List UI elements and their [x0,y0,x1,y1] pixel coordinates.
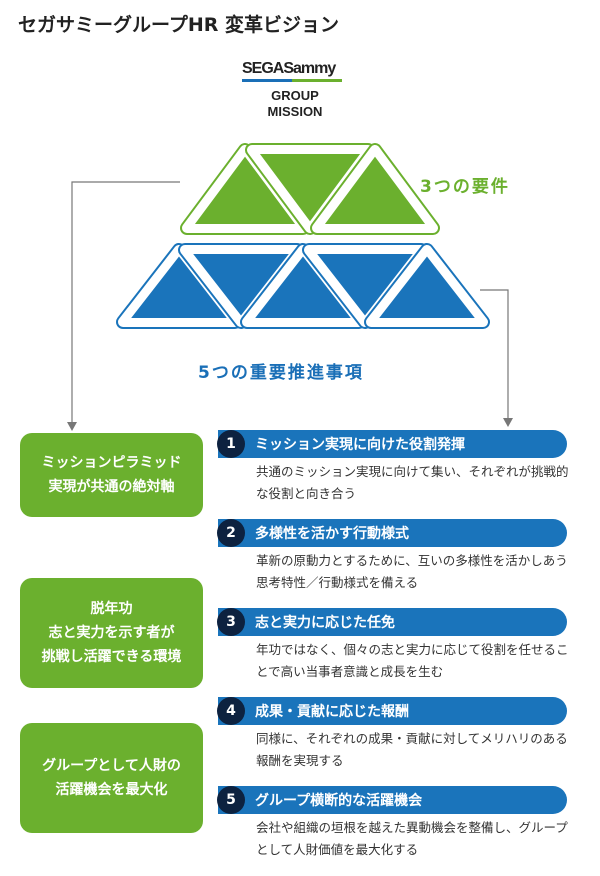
mission-text: MISSION [267,104,323,119]
left-connector-line [71,181,180,424]
five-priorities-label: 5つの重要推進事項 [198,363,364,383]
left-arrowhead [67,422,77,431]
page-title: セガサミーグループHR 変革ビジョン [18,14,340,36]
priority-description: 同様に、それぞれの成果・貢献に対してメリハリのある報酬を実現する [256,731,568,768]
priority-description: 年功ではなく、個々の志と実力に応じて役割を任せることで高い当事者意識と成長を生む [256,642,569,679]
priority-title: 志と実力に応じた任免 [255,615,395,631]
priority-title: グループ横断的な活躍機会 [255,793,423,809]
priority-header-3: 3 志と実力に応じた任免 [217,608,567,636]
priority-description: 革新の原動力とするために、互いの多様性を活かしあう思考特性／行動様式を備える [256,553,568,590]
priority-description: 共通のミッション実現に向けて集い、それぞれが挑戦的な役割と向き合う [256,464,569,501]
group-text: GROUP [271,88,319,103]
priority-header-1: 1 ミッション実現に向けた役割発揮 [217,430,567,458]
priority-header-4: 4 成果・貢献に応じた報酬 [217,697,567,725]
priority-title: ミッション実現に向けた役割発揮 [255,437,465,453]
priority-title: 多様性を活かす行動様式 [255,526,409,542]
priority-title: 成果・貢献に応じた報酬 [255,704,409,720]
blue-triangle-5 [367,246,487,326]
priority-number-badge: 4 [217,697,245,725]
priority-number-badge: 5 [217,786,245,814]
right-connector-line [480,289,509,420]
priority-number-badge: 3 [217,608,245,636]
priority-header-5: 5 グループ横断的な活躍機会 [217,786,567,814]
sega-sammy-logo: SEGASammy [242,60,336,77]
requirement-box-3: グループとして人財の 活躍機会を最大化 [20,723,203,833]
priority-number-badge: 2 [217,519,245,547]
green-triangle-3 [313,146,437,232]
requirement-box-2: 脱年功 志と実力を示す者が 挑戦し活躍できる環境 [20,578,203,688]
priority-description: 会社や組織の垣根を越えた異動機会を整備し、グループとして人財価値を最大化する [256,820,568,857]
priority-number-badge: 1 [217,430,245,458]
requirement-box-1: ミッションピラミッド 実現が共通の絶対軸 [20,433,203,517]
three-requirements-label: 3つの要件 [420,177,510,197]
priority-header-2: 2 多様性を活かす行動様式 [217,519,567,547]
right-arrowhead [503,418,513,427]
logo-underline [242,79,342,82]
